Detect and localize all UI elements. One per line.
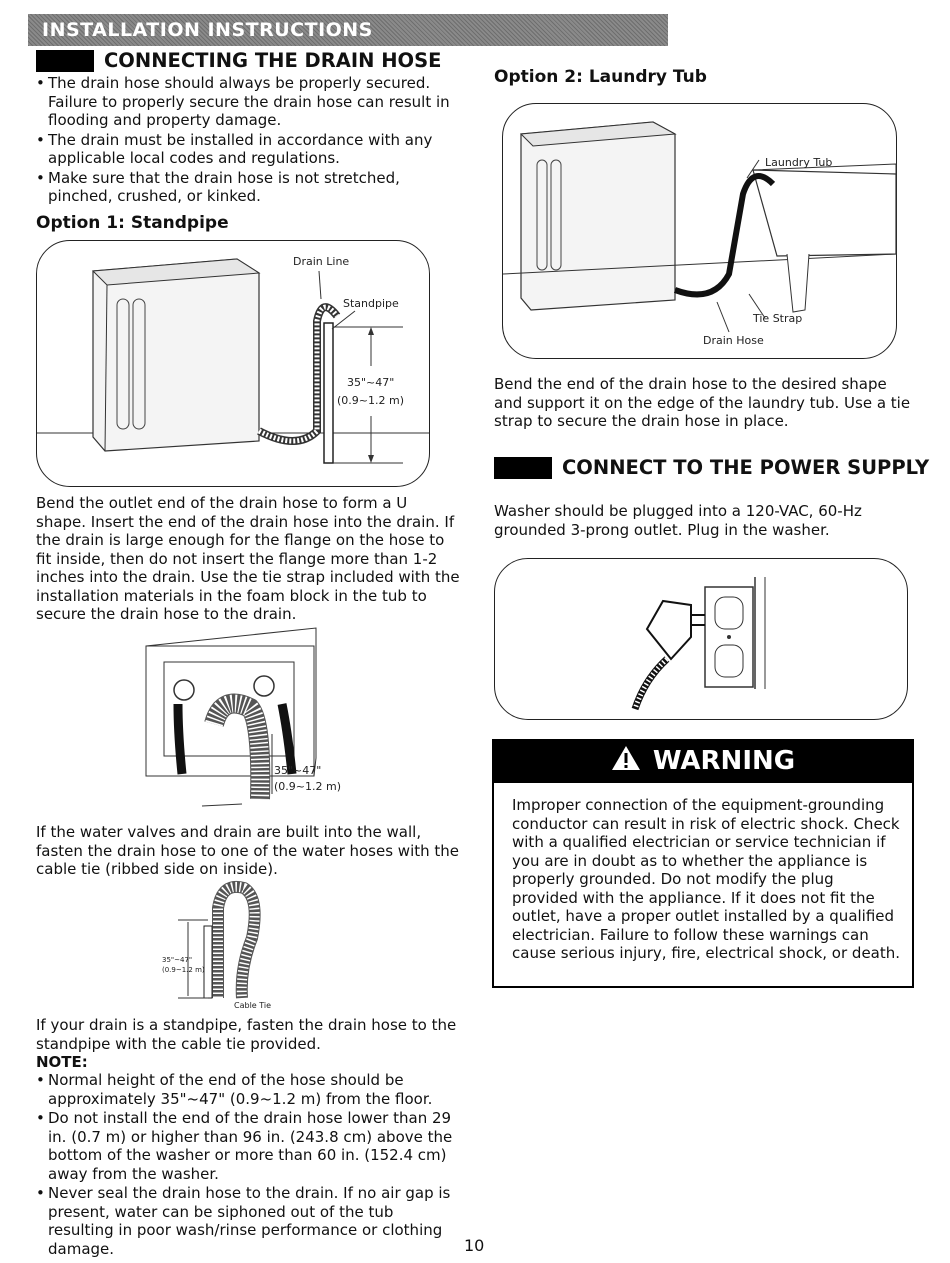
outlet-illustration — [631, 577, 766, 711]
drain-hose-label: Drain Hose — [703, 334, 764, 347]
cable-tie-label: Cable Tie — [234, 1001, 271, 1010]
cable-tie-illustration: 35"~47" (0.9~1.2 m) Cable Tie — [162, 881, 271, 1010]
warning-triangle-icon — [611, 745, 641, 778]
wall-height-metric-label: (0.9~1.2 m) — [274, 780, 341, 793]
outlet-figure — [494, 558, 908, 720]
tie-strap-label: Tie Strap — [752, 312, 802, 325]
page-number: 10 — [464, 1236, 485, 1255]
standpipe-illustration: Drain Line Standpipe 35"~47" (0.9~1.2 m) — [37, 255, 429, 464]
power-title: CONNECT TO THE POWER SUPPLY — [562, 456, 930, 479]
laundry-tub-label: Laundry Tub — [765, 156, 832, 169]
cable-tie-figure: 35"~47" (0.9~1.2 m) Cable Tie — [160, 878, 300, 1010]
standpipe-label: Standpipe — [343, 297, 399, 310]
option2-text: Bend the end of the drain hose to the de… — [494, 375, 911, 430]
list-item: Normal height of the end of the hose sho… — [36, 1071, 460, 1108]
drain-line-label: Drain Line — [293, 255, 349, 268]
option2-title: Option 2: Laundry Tub — [494, 67, 707, 87]
wall-height-label: 35"~47" — [274, 764, 321, 777]
warning-title: WARNING — [652, 746, 796, 776]
heading-bar — [494, 456, 552, 479]
list-item: Never seal the drain hose to the drain. … — [36, 1184, 460, 1258]
laundry-tub-figure: Laundry Tub Tie Strap Drain Hose — [502, 103, 897, 359]
warning-text: Improper connection of the equipment-gro… — [512, 796, 901, 962]
section-banner: INSTALLATION INSTRUCTIONS — [28, 14, 668, 46]
warning-header: WARNING — [492, 739, 914, 783]
wall-drain-figure: 35"~47" (0.9~1.2 m) — [142, 624, 341, 814]
heading-bar — [36, 49, 94, 72]
height-label: 35"~47" — [347, 376, 394, 389]
height-metric-label: (0.9~1.2 m) — [337, 394, 404, 407]
drain-hose-title: CONNECTING THE DRAIN HOSE — [104, 49, 442, 72]
wall-drain-illustration: 35"~47" (0.9~1.2 m) — [145, 627, 341, 807]
laundry-tub-illustration: Laundry Tub Tie Strap Drain Hose — [502, 121, 897, 347]
list-item: Do not install the end of the drain hose… — [36, 1109, 460, 1183]
note-bullets: Normal height of the end of the hose sho… — [36, 1071, 460, 1259]
drain-hose-heading: CONNECTING THE DRAIN HOSE — [36, 49, 441, 72]
standpipe-tie-text: If your drain is a standpipe, fasten the… — [36, 1016, 457, 1053]
power-heading: CONNECT TO THE POWER SUPPLY — [494, 456, 929, 479]
list-item: Make sure that the drain hose is not str… — [36, 169, 456, 206]
tie-height-label: 35"~47" — [162, 956, 192, 964]
list-item: The drain must be installed in accordanc… — [36, 131, 456, 168]
tie-height-metric-label: (0.9~1.2 m) — [162, 966, 205, 974]
drain-bullets: The drain hose should always be properly… — [36, 74, 456, 207]
list-item: The drain hose should always be properly… — [36, 74, 456, 130]
note-title: NOTE: — [36, 1053, 88, 1071]
option1-title: Option 1: Standpipe — [36, 213, 229, 233]
option1-text: Bend the outlet end of the drain hose to… — [36, 494, 460, 623]
power-text: Washer should be plugged into a 120-VAC,… — [494, 502, 862, 539]
wall-drain-text: If the water valves and drain are built … — [36, 823, 460, 878]
standpipe-figure: Drain Line Standpipe 35"~47" (0.9~1.2 m) — [36, 240, 430, 487]
